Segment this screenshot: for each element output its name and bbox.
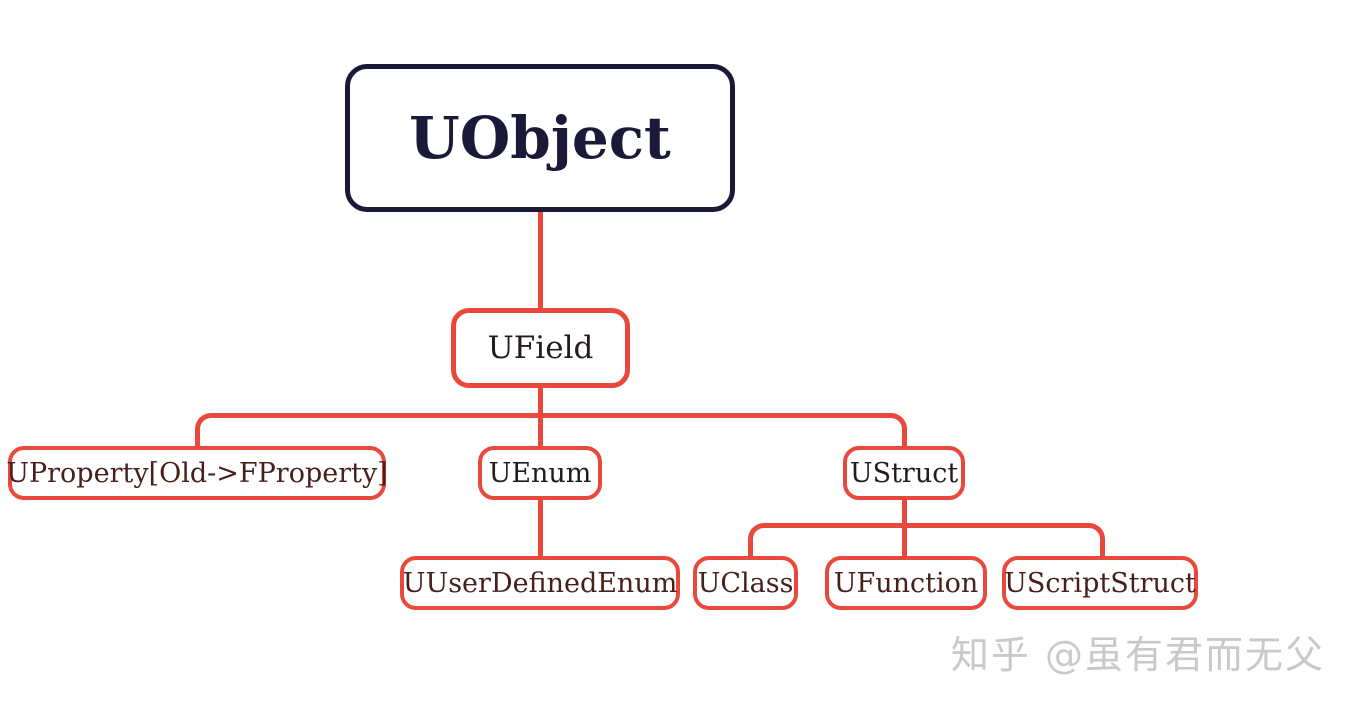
- node-uproperty-label: UProperty[Old->FProperty]: [6, 457, 388, 489]
- connector-ufield-children: [195, 413, 907, 448]
- node-uenum-label: UEnum: [488, 457, 592, 489]
- node-uclass: UClass: [693, 556, 798, 610]
- node-uscriptstruct: UScriptStruct: [1002, 556, 1198, 610]
- node-uuserdefinedenum: UUserDefinedEnum: [400, 556, 680, 610]
- node-ustruct-label: UStruct: [849, 457, 959, 489]
- node-uobject: UObject: [345, 64, 735, 212]
- connector-ustruct-ufunction: [902, 498, 907, 558]
- node-uclass-label: UClass: [697, 567, 794, 599]
- node-uenum: UEnum: [478, 446, 602, 500]
- zhihu-watermark: 知乎 @虽有君而无父: [950, 633, 1325, 677]
- node-ufield-label: UField: [487, 330, 594, 366]
- connector-uenum-uuserdefinedenum: [538, 498, 543, 558]
- node-ustruct: UStruct: [843, 446, 965, 500]
- connector-uobject-ufield: [538, 210, 543, 310]
- connector-ufield-uenum: [538, 386, 543, 448]
- node-ufunction-label: UFunction: [833, 567, 979, 599]
- node-uscriptstruct-label: UScriptStruct: [1004, 567, 1196, 599]
- node-ufield: UField: [451, 308, 630, 388]
- connector-ustruct-children: [748, 523, 1105, 558]
- node-ufunction: UFunction: [825, 556, 987, 610]
- node-uproperty: UProperty[Old->FProperty]: [6, 446, 388, 500]
- node-uuserdefinedenum-label: UUserDefinedEnum: [402, 567, 678, 599]
- node-uobject-label: UObject: [409, 104, 671, 172]
